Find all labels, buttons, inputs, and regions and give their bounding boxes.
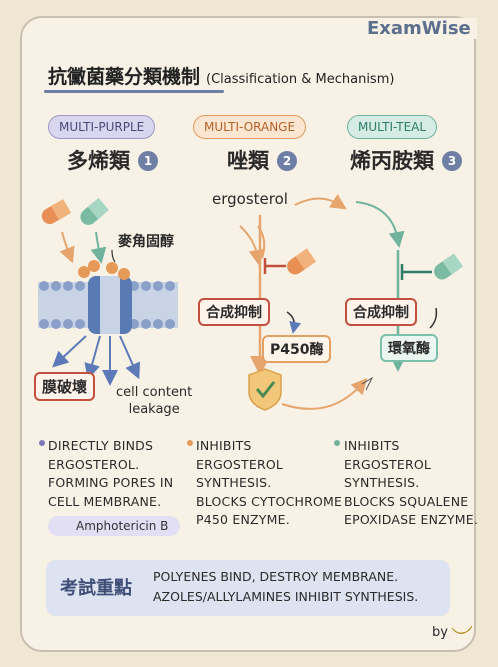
brand-logo: ExamWise <box>361 18 477 39</box>
class-name-polyene: 多烯類 1 <box>67 145 158 175</box>
ergosterol-label: ergosterol <box>212 190 288 208</box>
exam-key-point-text: POLYENES BIND, DESTROY MEMBRANE. AZOLES/… <box>153 567 418 607</box>
polyene-drug-icon-2 <box>80 197 109 225</box>
ergosterol-label-cn: 麥角固醇 <box>118 234 174 250</box>
azole-desc-line: P450 ENZYME. <box>196 512 290 527</box>
title-underline <box>44 90 224 93</box>
membrane-break-label: 膜破壞 <box>34 372 96 401</box>
ergosterol-icon <box>78 260 130 280</box>
azole-name: 唑類 <box>227 149 269 173</box>
tag-polyene: MULTI-PURPLE <box>48 115 156 139</box>
polyene-desc-line: CELL MEMBRANE. <box>48 493 162 509</box>
azole-desc-line: ERGOSTEROL <box>196 456 284 472</box>
title-main: 抗黴菌藥分類機制 <box>48 66 201 88</box>
exam-key-point-box <box>46 560 450 616</box>
azole-desc-line: SYNTHESIS. <box>196 475 272 490</box>
exam-line-2: AZOLES/ALLYLAMINES INHIBIT SYNTHESIS. <box>153 589 419 604</box>
leakage-label: cell content leakage <box>116 384 192 418</box>
class-name-allylamine: 烯丙胺類 3 <box>350 145 462 175</box>
allylamine-drug-icon <box>434 253 464 280</box>
allylamine-synthesis-inhibit: 合成抑制 <box>345 298 417 326</box>
tag-azole: MULTI-ORANGE <box>193 115 307 139</box>
number-badge-1: 1 <box>138 151 158 171</box>
tag-allylamine: MULTI-TEAL <box>347 115 438 139</box>
cell-membrane <box>38 276 178 334</box>
credit-by: by <box>432 625 448 640</box>
number-badge-3: 3 <box>442 151 462 171</box>
azole-synthesis-inhibit: 合成抑制 <box>198 298 270 326</box>
allylamine-name: 烯丙胺類 <box>350 149 434 173</box>
allylamine-description: INHIBITS ERGOSTEROL SYNTHESIS. BLOCKS SQ… <box>344 437 478 530</box>
page-title: 抗黴菌藥分類機制 (Classification & Mechanism) <box>48 62 394 89</box>
p450-enzyme-label: P450酶 <box>262 335 332 363</box>
azole-drug-icon <box>287 248 317 275</box>
allylamine-desc-line: EPOXIDASE ENZYME. <box>344 512 478 527</box>
azole-desc-line: INHIBITS <box>196 438 252 453</box>
leakage-line-1: cell content <box>116 385 193 400</box>
epoxidase-enzyme-label: 環氧酶 <box>380 334 438 362</box>
number-badge-2: 2 <box>277 151 297 171</box>
leakage-line-2: leakage <box>128 402 180 417</box>
exam-line-1: POLYENES BIND, DESTROY MEMBRANE. <box>153 569 399 584</box>
banana-icon <box>451 625 473 634</box>
allylamine-desc-line: ERGOSTEROL <box>344 456 432 472</box>
azole-desc-line: BLOCKS CYTOCHROME <box>196 493 343 509</box>
allylamine-desc-line: INHIBITS <box>344 438 400 453</box>
drug-tag-amphotericin: Amphotericin B <box>48 516 181 536</box>
exam-key-point-label: 考試重點 <box>60 578 132 599</box>
polyene-name: 多烯類 <box>67 149 130 173</box>
polyene-description: DIRECTLY BINDS ERGOSTEROL. FORMING PORES… <box>48 437 173 511</box>
allylamine-desc-line: BLOCKS SQUALENE <box>344 493 469 509</box>
polyene-desc-line: ERGOSTEROL. <box>48 456 140 472</box>
class-name-azole: 唑類 2 <box>227 145 297 175</box>
polyene-drug-icon-1 <box>41 199 72 224</box>
polyene-desc-line: FORMING PORES IN <box>48 475 174 490</box>
shield-check-icon <box>248 368 282 411</box>
azole-description: INHIBITS ERGOSTEROL SYNTHESIS. BLOCKS CY… <box>196 437 342 530</box>
allylamine-desc-line: SYNTHESIS. <box>344 475 420 490</box>
polyene-desc-line: DIRECTLY BINDS <box>48 438 154 453</box>
title-sub: (Classification & Mechanism) <box>206 72 395 87</box>
